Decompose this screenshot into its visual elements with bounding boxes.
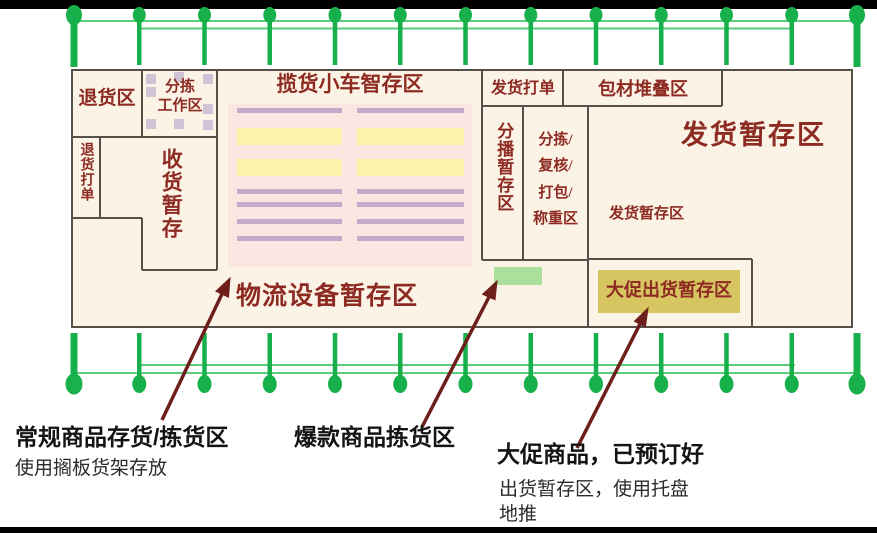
shelf-racks <box>228 104 472 267</box>
annotation-regular-storage-subtitle: 使用搁板货架存放 <box>15 458 168 479</box>
top-letterbox-bar <box>0 0 877 9</box>
annotation-arrows <box>160 276 649 449</box>
zone-label-packing-material: 包材堆叠区 <box>598 79 688 99</box>
zone-label-promo-outbound: 大促出货暂存区 <box>606 280 732 300</box>
zone-label-logistics-equipment: 物流设备暂存区 <box>236 283 419 310</box>
annotation-promo-subtitle: 出货暂存区，使用托盘 地推 <box>499 479 690 525</box>
shelf-column-right <box>357 108 464 241</box>
bottom-letterbox-bar <box>0 527 877 533</box>
arrow-promo-outbound <box>575 306 649 449</box>
zone-label-shipping-staging-small: 发货暂存区 <box>609 206 685 222</box>
dock-pins-bottom <box>65 333 866 395</box>
arrow-hot-sale-pick <box>420 279 498 428</box>
annotation-hot-sale-title: 爆款商品拣货区 <box>294 424 455 450</box>
annotation-promo-title: 大促商品，已预订好 <box>497 441 704 467</box>
promo-outbound-highlight <box>598 270 740 313</box>
interior-walls <box>72 70 753 327</box>
dock-pins-top <box>66 5 865 67</box>
hot-sale-pick-zone-marker <box>494 267 542 285</box>
zone-label-cart-storage: 揽货小车智存区 <box>276 72 424 96</box>
zone-label-return-labeling: 退货打单 <box>78 142 94 202</box>
dock-doors-bottom <box>65 333 866 395</box>
zone-label-sorting-workstation: 分拣 工作区 <box>157 79 203 114</box>
zone-label-receiving-staging: 收货暂存 <box>159 148 184 240</box>
zone-label-return-area: 退货区 <box>78 88 136 109</box>
zone-label-shipping-staging-large: 发货暂存区 <box>681 120 826 150</box>
workstation-markers <box>146 72 213 130</box>
annotation-regular-storage-title: 常规商品存货/拣货区 <box>15 424 229 450</box>
zone-label-sort-check-pack-weigh: 分拣/ 复核/ 打包/ 称重区 <box>532 132 578 227</box>
dock-doors-top <box>66 5 865 67</box>
zone-label-shipping-labeling: 发货打单 <box>490 80 555 97</box>
shelf-column-left <box>237 108 342 241</box>
zone-label-distribution-staging: 分播暂存区 <box>494 122 514 212</box>
arrow-regular-storage <box>160 276 231 421</box>
